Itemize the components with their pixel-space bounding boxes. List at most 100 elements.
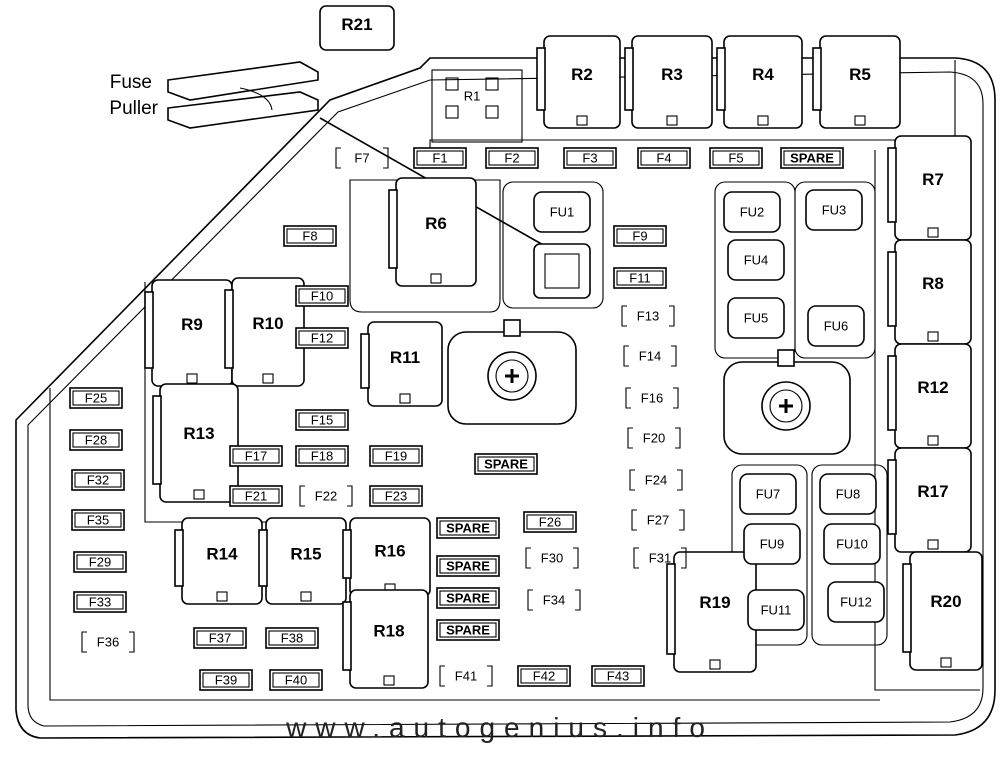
fuse-spare-label: SPARE (446, 591, 490, 606)
fuse-F11-9: F11 (613, 267, 667, 289)
relay-R8-label: R8 (922, 274, 944, 293)
fuse-puller-icon (167, 61, 546, 247)
fuse-F41-45: F41 (439, 665, 493, 687)
maxi-fuse-FU2-label: FU2 (740, 205, 765, 220)
fuse-F8-7: F8 (283, 225, 337, 247)
fuse-F3-label: F3 (582, 151, 597, 166)
fuse-F40-label: F40 (285, 673, 307, 688)
fuse-F31-18: F31 (633, 547, 687, 569)
fuse-F28-28: F28 (69, 429, 123, 451)
fuse-spare-label: SPARE (484, 457, 528, 472)
fuse-F32-29: F32 (71, 469, 125, 491)
relay-R6: R6 (388, 177, 477, 287)
fuse-F33-label: F33 (89, 595, 111, 610)
relay-R13: R13 (152, 383, 239, 503)
relay-R10-label: R10 (252, 314, 283, 333)
maxi-fuse-FU9: FU9 (743, 523, 801, 565)
relay-R2-label: R2 (571, 65, 593, 84)
fuse-F41-label: F41 (455, 669, 477, 684)
relay-R5: R5 (812, 35, 901, 129)
relay-R7-label: R7 (922, 170, 944, 189)
fuse-F37-label: F37 (209, 631, 231, 646)
fuse-F17-20: F17 (229, 445, 283, 467)
fuse-F18-21: F18 (295, 445, 349, 467)
relay-R15: R15 (258, 517, 347, 605)
fuse-F15-19: F15 (295, 409, 349, 431)
fuse-F23-label: F23 (385, 489, 407, 504)
fuse-F28-label: F28 (85, 433, 107, 448)
relay-R9: R9 (144, 279, 233, 387)
fuse-F8-label: F8 (302, 229, 317, 244)
relay-R16-label: R16 (374, 541, 405, 560)
relay-R17-label: R17 (917, 482, 948, 501)
fuse-F34-40: F34 (527, 589, 581, 611)
fuse-F31-label: F31 (649, 551, 671, 566)
relay-R8: R8 (887, 239, 972, 345)
relay-R12-label: R12 (917, 378, 948, 397)
fuse-spare-label: SPARE (446, 559, 490, 574)
fuse-F25-label: F25 (85, 391, 107, 406)
fuse-F43-47: F43 (591, 665, 645, 687)
maxi-fuse-FU9-label: FU9 (760, 537, 785, 552)
fuse-spare-label: SPARE (790, 151, 834, 166)
fuse-F15-label: F15 (311, 413, 333, 428)
relay-R4: R4 (716, 35, 803, 129)
fuse-F4-label: F4 (656, 151, 671, 166)
fuse-F19-22: F19 (369, 445, 423, 467)
maxi-fuse-FU6: FU6 (807, 305, 865, 347)
fuse-F19-label: F19 (385, 449, 407, 464)
fuse-F37-41: F37 (193, 627, 247, 649)
fuse-F35-30: F35 (71, 509, 125, 531)
maxi-fuse-FU7-label: FU7 (756, 487, 781, 502)
relay-R14: R14 (174, 517, 263, 605)
fuse-F13-label: F13 (637, 309, 659, 324)
maxi-fuse-FU7: FU7 (739, 473, 797, 515)
fuse-F7-label: F7 (354, 151, 369, 166)
relay-R11-label: R11 (390, 348, 420, 367)
maxi-fuse-FU5-label: FU5 (744, 311, 769, 326)
relay-R1: R1 (464, 89, 481, 104)
relay-R17: R17 (887, 447, 972, 553)
maxi-fuse-FU10-label: FU10 (836, 537, 868, 552)
fuse-F26-label: F26 (539, 515, 561, 530)
bolt-terminal-right (723, 349, 851, 455)
fuse-spare-5: SPARE (780, 147, 844, 169)
fuse-F39-43: F39 (199, 669, 253, 691)
fuse-F20-15: F20 (627, 427, 681, 449)
fuse-F36-label: F36 (97, 635, 119, 650)
fuse-F17-label: F17 (245, 449, 267, 464)
fuse-F9-label: F9 (632, 229, 647, 244)
relay-R3: R3 (624, 35, 713, 129)
maxi-fuse-FU1: FU1 (533, 191, 591, 233)
fuse-F11-label: F11 (629, 271, 650, 286)
relay-R2: R2 (536, 35, 621, 129)
fuse-F26-38: F26 (523, 511, 577, 533)
fuse-spare-36: SPARE (436, 587, 500, 609)
relay-R10: R10 (224, 277, 305, 387)
fuse-F22-25: F22 (299, 485, 353, 507)
fuse-F10-label: F10 (311, 289, 333, 304)
fuse-F3-2: F3 (563, 147, 617, 169)
fuse-F21-label: F21 (245, 489, 267, 504)
fuse-F1-0: F1 (413, 147, 467, 169)
maxi-fuse-FU12-label: FU12 (840, 595, 872, 610)
fuse-F16-14: F16 (625, 387, 679, 409)
fuse-spare-23: SPARE (474, 453, 538, 475)
maxi-fuse-FU3-label: FU3 (822, 203, 847, 218)
fuse-F12-11: F12 (295, 327, 349, 349)
maxi-fuse-FU1-label: FU1 (550, 205, 575, 220)
fuse-spare-37: SPARE (436, 619, 500, 641)
relay-R20: R20 (902, 551, 983, 671)
maxi-fuse-FU8: FU8 (819, 473, 877, 515)
fuse-F2-label: F2 (504, 151, 519, 166)
maxi-fuse-FU5: FU5 (727, 297, 785, 339)
relay-R11: R11 (360, 321, 443, 407)
fuse-F18-label: F18 (311, 449, 333, 464)
relay-R3-label: R3 (661, 65, 683, 84)
fuse-F9-8: F9 (613, 225, 667, 247)
fuse-F4-3: F4 (637, 147, 691, 169)
relay-R12: R12 (887, 343, 972, 449)
fuse-F38-42: F38 (265, 627, 319, 649)
fuse-F24-16: F24 (629, 469, 683, 491)
